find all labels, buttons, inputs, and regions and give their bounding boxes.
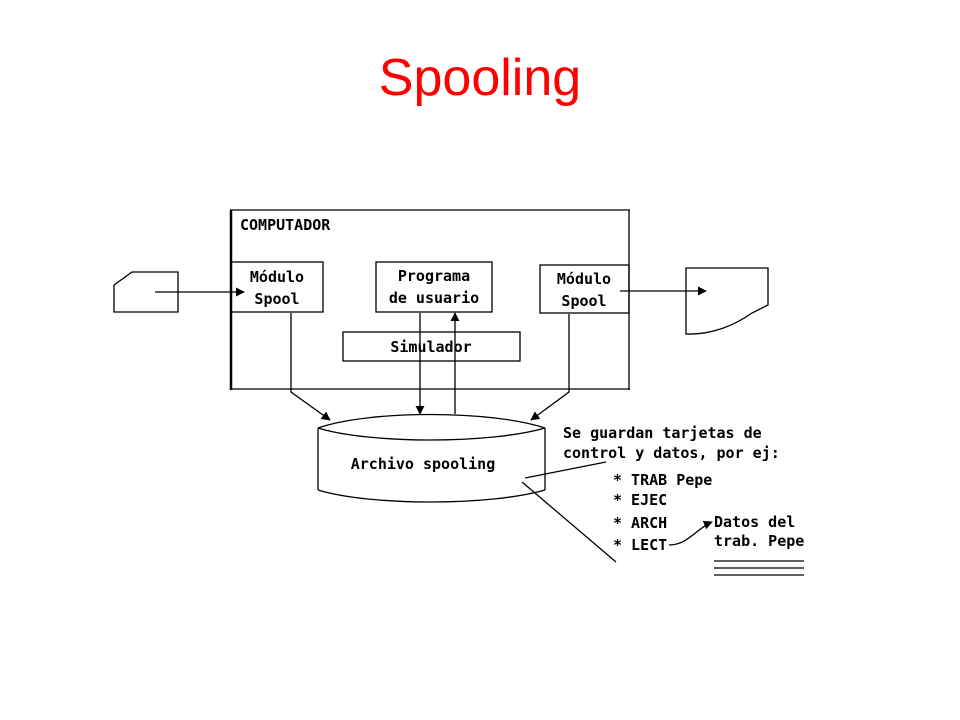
- spool-module-output: Módulo Spool: [539, 264, 630, 314]
- control-card-1: * TRAB Pepe: [613, 471, 712, 489]
- control-card-3: * ARCH: [613, 514, 667, 532]
- slide-title: Spooling: [378, 49, 582, 107]
- lect-to-data-arrow: [668, 520, 713, 546]
- control-card-2: * EJEC: [613, 491, 667, 509]
- spool-file-label: Archivo spooling: [351, 455, 496, 473]
- note-line2: control y datos, por ej:: [563, 444, 780, 462]
- spool-in-to-file-arrow: [290, 313, 331, 421]
- computer-label: COMPUTADOR: [240, 216, 331, 234]
- user-program-line1: Programa: [398, 267, 470, 285]
- spool-module-input: Módulo Spool: [230, 261, 324, 313]
- callout-line-top: [524, 461, 607, 479]
- printed-page-icon: [685, 267, 769, 335]
- spool-in-line2: Spool: [254, 290, 299, 308]
- spool-out-line2: Spool: [561, 292, 606, 310]
- callout-line-bottom: [521, 481, 617, 563]
- job-data-lines: [714, 560, 804, 576]
- note-line1: Se guardan tarjetas de: [563, 424, 762, 442]
- spool-out-line1: Módulo: [557, 270, 611, 288]
- job-data-line2: trab. Pepe: [714, 532, 804, 550]
- simulator-box: Simulador: [342, 331, 521, 362]
- simulator-label: Simulador: [390, 338, 471, 356]
- spool-file-cylinder: Archivo spooling: [317, 413, 546, 503]
- user-program-box: Programa de usuario: [375, 261, 493, 313]
- control-card-4: * LECT: [613, 536, 667, 554]
- spool-in-line1: Módulo: [250, 268, 304, 286]
- file-to-spool-out-arrow: [530, 314, 570, 421]
- user-program-line2: de usuario: [389, 289, 479, 307]
- job-data-line1: Datos del: [714, 513, 795, 531]
